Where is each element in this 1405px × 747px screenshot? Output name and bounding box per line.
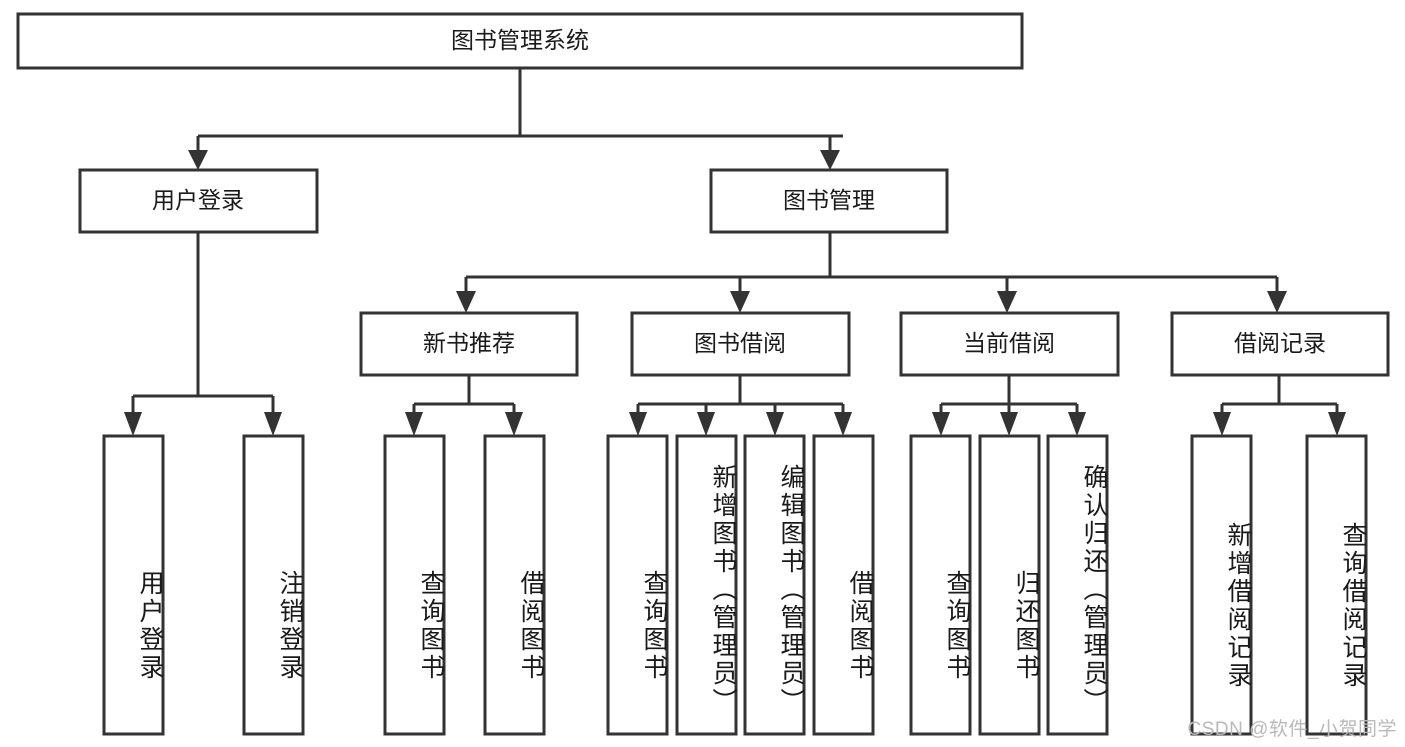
connector-new-book-to-leaves [405,375,523,436]
leaf-box[interactable] [242,434,305,736]
leaf-box[interactable] [483,434,546,736]
node-root[interactable]: 图书管理系统 [16,12,1024,70]
node-current-borrow[interactable]: 当前借阅 [899,311,1120,377]
leaf-box[interactable] [1305,434,1368,736]
connector-borrow-record-to-leaves [1213,375,1346,436]
watermark-text: CSDN @软件_小贺同学 [1187,719,1397,740]
node-root-label: 图书管理系统 [451,27,589,53]
node-borrow-record-label: 借阅记录 [1234,330,1326,356]
node-borrow-record[interactable]: 借阅记录 [1170,311,1390,377]
node-user-login-label: 用户登录 [152,187,244,213]
leaf-box[interactable] [743,434,806,736]
node-book-borrow[interactable]: 图书借阅 [630,311,851,377]
leaf-box[interactable] [606,434,669,736]
connector-root-to-level2 [188,68,843,170]
leaf-box[interactable] [909,434,972,736]
leaf-group-borrow-record [1190,434,1368,736]
leaf-box[interactable] [978,434,1041,736]
leaf-group-user-login [102,434,305,736]
node-user-login[interactable]: 用户登录 [78,168,319,234]
node-book-manage-label: 图书管理 [783,187,875,213]
leaf-box[interactable] [102,434,165,736]
leaf-group-book-borrow [606,434,875,736]
leaf-box[interactable] [1046,434,1109,736]
leaf-group-new-book-recommend [383,434,546,736]
connector-book-manage-to-level3 [456,232,1287,313]
connector-current-borrow-to-leaves [932,375,1086,436]
connector-user-login-to-leaves [124,232,282,436]
node-new-book-recommend[interactable]: 新书推荐 [359,311,579,377]
node-new-book-recommend-label: 新书推荐 [423,330,515,356]
leaf-box[interactable] [812,434,875,736]
leaf-box[interactable] [675,434,738,736]
node-current-borrow-label: 当前借阅 [963,330,1055,356]
connector-book-borrow-to-leaves [629,375,852,436]
leaf-box[interactable] [1190,434,1253,736]
node-book-borrow-label: 图书借阅 [694,330,786,356]
node-book-manage[interactable]: 图书管理 [709,168,949,234]
leaf-group-current-borrow [909,434,1109,736]
leaf-box[interactable] [383,434,446,736]
